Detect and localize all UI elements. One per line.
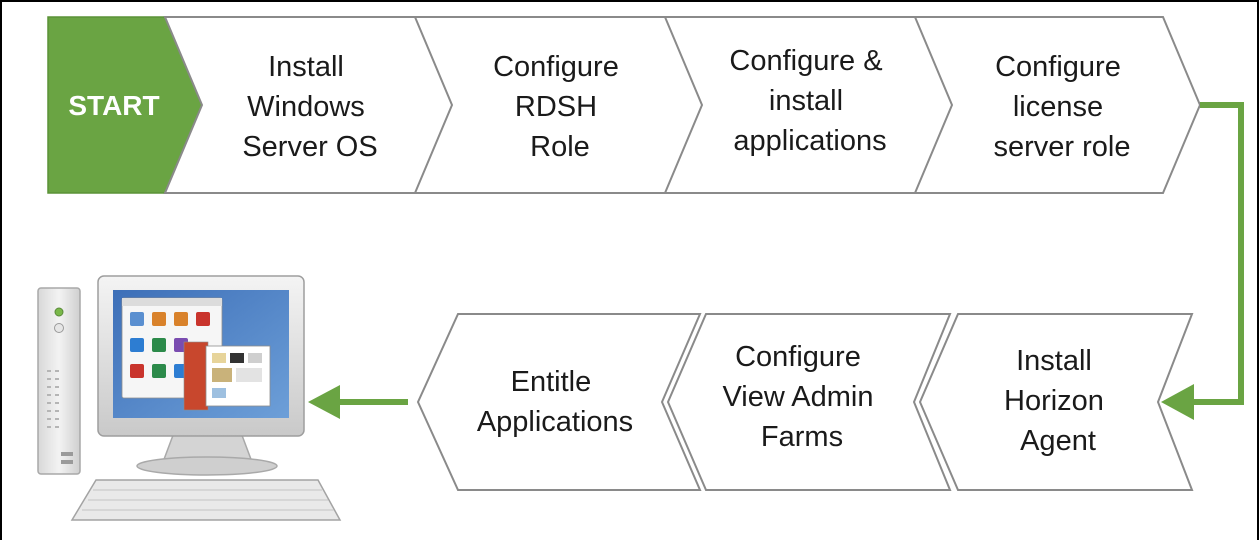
step-label-line: Install — [1016, 345, 1092, 377]
step-label-line: Configure — [493, 51, 619, 83]
step-install-windows-server: Install Windows Server OS — [163, 16, 460, 194]
monitor-base — [136, 456, 278, 476]
step-configure-install-applications: Configure & install applications — [663, 16, 960, 194]
step-label-line: Role — [530, 131, 590, 163]
final-arrowhead-icon — [308, 385, 340, 419]
chevron-shape — [416, 313, 702, 491]
step-label-line: Agent — [1020, 425, 1096, 457]
step-label-line: applications — [733, 125, 886, 157]
connector-arrowhead-icon — [1161, 384, 1194, 420]
step-label: Install Horizon Agent — [1004, 345, 1112, 457]
step-configure-view-admin-farms: Configure View Admin Farms — [666, 313, 952, 491]
desktop-computer-icon — [37, 275, 342, 521]
chevron-shape — [913, 16, 1202, 194]
step-label-line: Farms — [761, 421, 843, 453]
step-label-line: Windows — [247, 91, 365, 123]
final-arrow — [308, 385, 408, 419]
step-label: Install Windows Server OS — [242, 51, 377, 163]
step-label: Configure & install applications — [729, 45, 890, 157]
step-install-horizon-agent: Install Horizon Agent — [918, 313, 1194, 491]
step-label-line: server role — [994, 131, 1131, 163]
step-label-line: Horizon — [1004, 385, 1104, 417]
step-label-line: license — [1013, 91, 1103, 123]
step-label-line: Configure & — [729, 45, 882, 77]
step-label-line: Applications — [477, 406, 633, 438]
step-label: Configure license server role — [994, 51, 1131, 163]
step-label: Configure RDSH Role — [493, 51, 627, 163]
bottom-row: Install Horizon Agent Configure View Adm… — [416, 313, 1194, 491]
step-label-line: Configure — [735, 341, 861, 373]
step-configure-rdsh-role: Configure RDSH Role — [413, 16, 710, 194]
step-configure-license-server-role: Configure license server role — [913, 16, 1202, 194]
step-label-line: Install — [268, 51, 344, 83]
step-label-line: Server OS — [242, 131, 377, 163]
tower-icon — [37, 287, 81, 475]
step-label: Configure View Admin Farms — [722, 341, 881, 453]
chevron-shape — [918, 313, 1194, 491]
step-label: Entitle Applications — [477, 366, 633, 438]
top-row: START Install Windows Server OS Configur… — [47, 16, 1202, 194]
connector-arrow — [1161, 102, 1244, 420]
connector-line — [1192, 102, 1244, 405]
step-label-line: Entitle — [511, 366, 592, 398]
step-label-line: Configure — [995, 51, 1121, 83]
step-label-line: View Admin — [722, 381, 873, 413]
chevron-shape — [666, 313, 952, 491]
step-entitle-applications: Entitle Applications — [416, 313, 702, 491]
start-label: START — [68, 90, 159, 121]
step-label-line: install — [769, 85, 843, 117]
step-label-line: RDSH — [515, 91, 597, 123]
